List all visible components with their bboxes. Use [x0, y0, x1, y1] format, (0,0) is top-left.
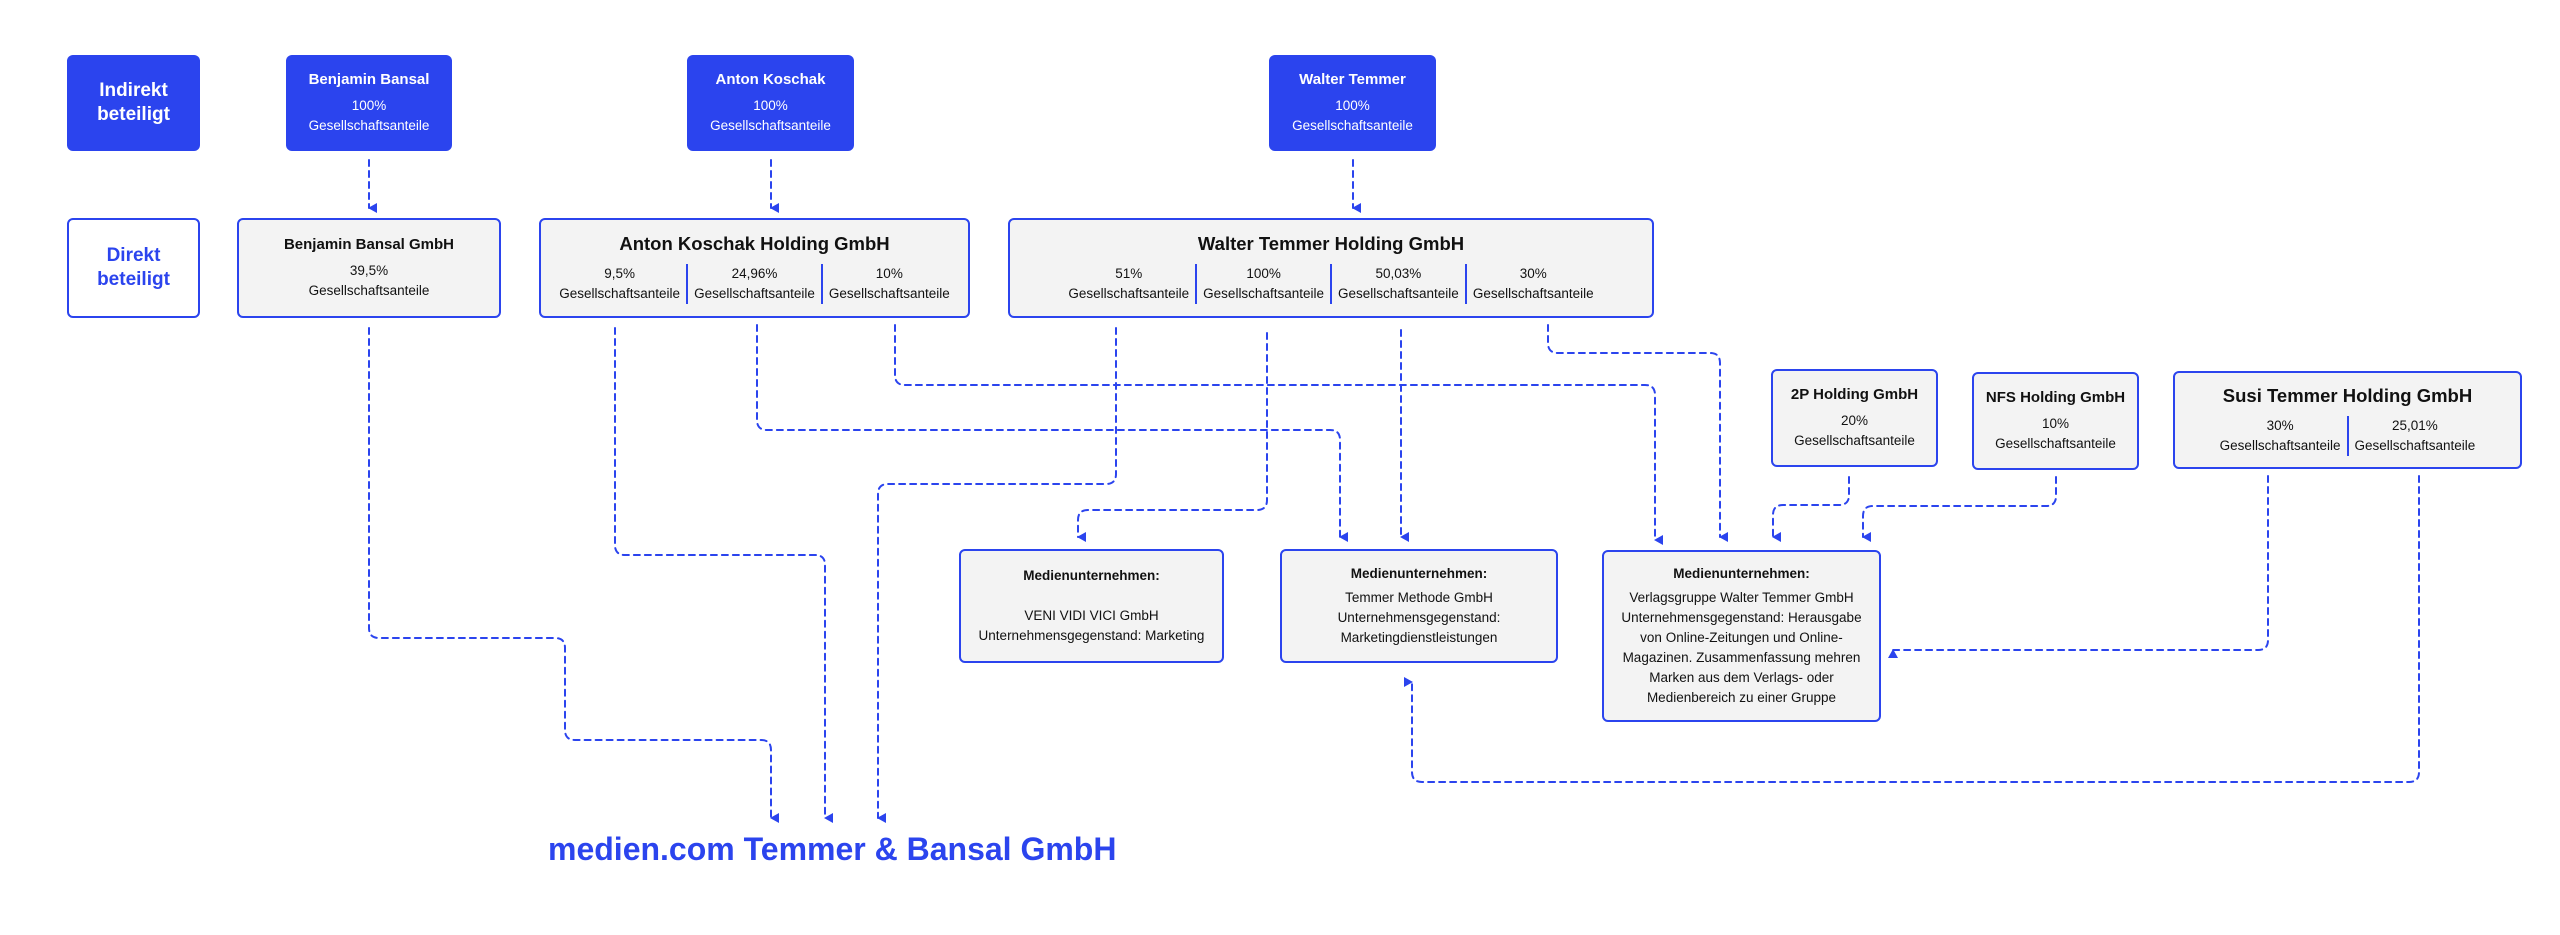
- share-row: 51% Gesellschaftsanteile 100% Gesellscha…: [1010, 264, 1652, 304]
- owner-benjamin-bansal: Benjamin Bansal 100% Gesellschaftsanteil…: [286, 55, 452, 151]
- owner-share-label: Gesellschaftsanteile: [308, 118, 430, 133]
- share-label: Gesellschaftsanteile: [2219, 438, 2341, 453]
- media-company-verlagsgruppe-walter-temmer: Medienunternehmen: Verlagsgruppe Walter …: [1602, 550, 1881, 722]
- connector-temmer-51-to-target: [877, 327, 1117, 823]
- share-value: 10%: [875, 266, 903, 281]
- legend-indirect-label: Indirekt beteiligt: [97, 80, 170, 125]
- share-label: Gesellschaftsanteile: [559, 286, 681, 301]
- owner-share: 100%: [1335, 98, 1370, 113]
- media-line: Verlagsgruppe Walter Temmer GmbH: [1629, 590, 1854, 605]
- company-name: NFS Holding GmbH: [1985, 389, 2126, 406]
- company-share: 39,5%: [349, 263, 389, 278]
- company-name: Walter Temmer Holding GmbH: [1197, 233, 1465, 254]
- connector-temmer-30-to-verlag: [1547, 324, 1728, 542]
- share-cell: 50,03% Gesellschaftsanteile: [1330, 264, 1465, 304]
- share-cell: 24,96% Gesellschaftsanteile: [686, 264, 821, 304]
- company-name: 2P Holding GmbH: [1790, 386, 1919, 403]
- owner-share: 100%: [753, 98, 788, 113]
- company-name: Anton Koschak Holding GmbH: [619, 233, 890, 254]
- share-cell: 30% Gesellschaftsanteile: [2214, 416, 2347, 456]
- media-line: Marken aus dem Verlags- oder: [1649, 670, 1834, 685]
- connector-2p-to-verlag: [1772, 476, 1850, 542]
- share-label: Gesellschaftsanteile: [694, 286, 815, 301]
- company-walter-temmer-holding: Walter Temmer Holding GmbH 51% Gesellsch…: [1008, 218, 1654, 318]
- share-cell: 51% Gesellschaftsanteile: [1062, 264, 1195, 304]
- connector-susi-25-to-methode: [1404, 475, 2420, 783]
- media-line: Unternehmensgegenstand:: [1337, 610, 1501, 625]
- company-susi-temmer-holding: Susi Temmer Holding GmbH 30% Gesellschaf…: [2173, 371, 2522, 469]
- share-value: 51%: [1115, 266, 1143, 281]
- share-label: Gesellschaftsanteile: [1338, 286, 1459, 301]
- share-label: Gesellschaftsanteile: [828, 286, 950, 301]
- company-share-label: Gesellschaftsanteile: [1794, 433, 1915, 448]
- media-line: Magazinen. Zusammenfassung mehren: [1622, 650, 1861, 665]
- owner-anton-koschak: Anton Koschak 100% Gesellschaftsanteile: [687, 55, 854, 151]
- media-title: Medienunternehmen:: [1673, 566, 1810, 581]
- connector-koschak-24-to-methode: [756, 324, 1348, 542]
- company-share-label: Gesellschaftsanteile: [308, 283, 430, 298]
- media-title: Medienunternehmen:: [1023, 568, 1160, 583]
- media-line: Marketingdienstleistungen: [1340, 630, 1498, 645]
- share-cell: 10% Gesellschaftsanteile: [820, 264, 956, 304]
- connector-susi-30-to-verlag: [1888, 475, 2269, 658]
- media-line: von Online-Zeitungen und Online-: [1640, 630, 1843, 645]
- owner-name: Benjamin Bansal: [308, 71, 430, 88]
- owner-share: 100%: [351, 98, 387, 113]
- legend-direct-label: Direkt beteiligt: [97, 245, 170, 290]
- share-value: 25,01%: [2392, 418, 2438, 433]
- media-title: Medienunternehmen:: [1350, 566, 1488, 581]
- company-benjamin-bansal-gmbh: Benjamin Bansal GmbH 39,5% Gesellschafts…: [237, 218, 501, 318]
- legend-indirect: Indirekt beteiligt: [67, 55, 200, 151]
- owner-share-label: Gesellschaftsanteile: [1292, 118, 1413, 133]
- company-share: 10%: [2041, 416, 2070, 431]
- legend-direct: Direkt beteiligt: [67, 218, 200, 318]
- company-2p-holding: 2P Holding GmbH 20% Gesellschaftsanteile: [1771, 369, 1938, 467]
- share-value: 30%: [2266, 418, 2294, 433]
- connector-temmer-100-to-veni: [1077, 332, 1268, 542]
- company-anton-koschak-holding: Anton Koschak Holding GmbH 9,5% Gesellsc…: [539, 218, 970, 318]
- target-company-title: medien.com Temmer & Bansal GmbH: [548, 831, 1117, 867]
- connector-nfs-to-verlag: [1862, 476, 2057, 542]
- company-name: Benjamin Bansal GmbH: [283, 236, 455, 253]
- share-value: 100%: [1246, 266, 1281, 281]
- media-company-veni-vidi-vici: Medienunternehmen: VENI VIDI VICI GmbH U…: [959, 549, 1224, 663]
- share-label: Gesellschaftsanteile: [1472, 286, 1594, 301]
- owner-name: Walter Temmer: [1299, 71, 1406, 88]
- share-label: Gesellschaftsanteile: [1068, 286, 1190, 301]
- media-line: Temmer Methode GmbH: [1345, 590, 1493, 605]
- connector-koschak-10-to-verlag: [894, 324, 1663, 545]
- share-value: 30%: [1519, 266, 1547, 281]
- share-cell: 100% Gesellschaftsanteile: [1195, 264, 1330, 304]
- share-cell: 9,5% Gesellschaftsanteile: [553, 264, 686, 304]
- share-value: 24,96%: [731, 266, 778, 281]
- share-value: 9,5%: [604, 266, 636, 281]
- connector-koschak-9-to-target: [614, 327, 833, 823]
- media-line: Unternehmensgegenstand: Marketing: [978, 628, 1205, 643]
- owner-walter-temmer: Walter Temmer 100% Gesellschaftsanteile: [1269, 55, 1436, 151]
- share-cell: 25,01% Gesellschaftsanteile: [2346, 416, 2482, 456]
- company-nfs-holding: NFS Holding GmbH 10% Gesellschaftsanteil…: [1972, 372, 2139, 470]
- media-company-temmer-methode: Medienunternehmen: Temmer Methode GmbH U…: [1280, 549, 1558, 663]
- media-line: Unternehmensgegenstand: Herausgabe: [1621, 610, 1862, 625]
- owner-name: Anton Koschak: [715, 71, 826, 88]
- connector-bansal-gmbh-to-target: [368, 327, 779, 823]
- company-share-label: Gesellschaftsanteile: [1995, 436, 2116, 451]
- owner-share-label: Gesellschaftsanteile: [710, 118, 831, 133]
- media-line: VENI VIDI VICI GmbH: [1024, 608, 1159, 623]
- share-label: Gesellschaftsanteile: [2354, 438, 2476, 453]
- media-line: Medienbereich zu einer Gruppe: [1646, 690, 1837, 705]
- share-value: 50,03%: [1375, 266, 1422, 281]
- company-name: Susi Temmer Holding GmbH: [2222, 385, 2473, 406]
- share-row: 30% Gesellschaftsanteile 25,01% Gesellsc…: [2175, 416, 2520, 456]
- share-row: 9,5% Gesellschaftsanteile 24,96% Gesells…: [541, 264, 968, 304]
- share-label: Gesellschaftsanteile: [1203, 286, 1324, 301]
- share-cell: 30% Gesellschaftsanteile: [1464, 264, 1600, 304]
- company-share: 20%: [1840, 413, 1869, 428]
